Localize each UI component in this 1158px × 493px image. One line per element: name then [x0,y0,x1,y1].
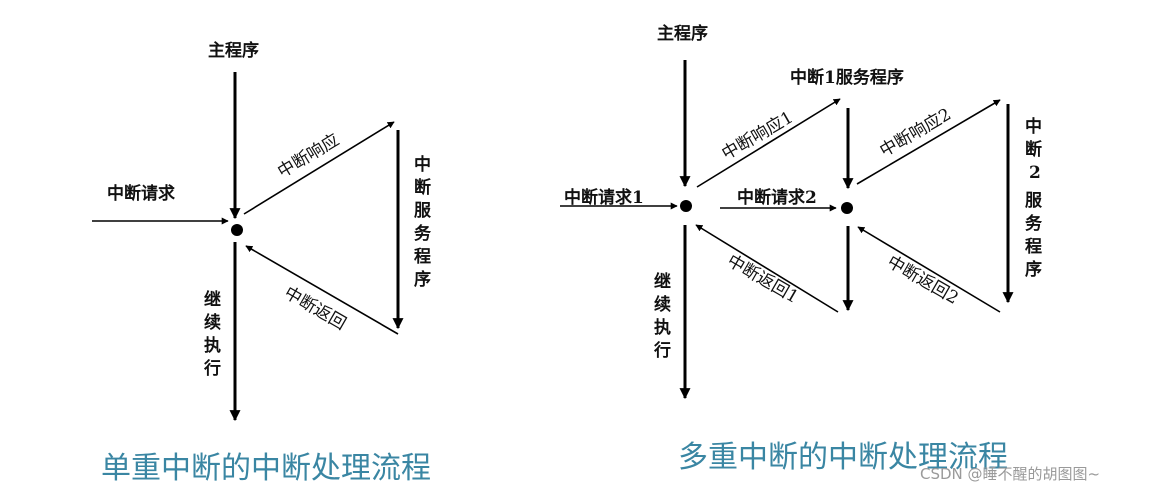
continue-char: 继 [654,271,671,292]
interrupt-return-1-label: 中断返回1 [724,251,802,308]
single-interrupt-diagram: 主程序 中断请求 中断响应 中 断 服 务 程 序 中断返回 继 续 执 行 单… [92,40,432,486]
service-routine-2-char: 2 [1029,163,1041,183]
service-routine-1-label: 中断1服务程序 [790,67,904,88]
main-program-label: 主程序 [657,23,708,44]
interrupt-response-1-arrow [696,98,841,188]
service-routine-2-char: 务 [1025,213,1043,234]
service-routine-char: 服 [414,201,432,221]
interrupt-request-2-label: 中断请求2 [737,187,817,208]
watermark: CSDN @睡不醒的胡图图~ [920,465,1100,483]
service-routine-char: 断 [414,177,431,198]
interrupt-response-arrow [243,121,395,215]
service-routine-2-char: 服 [1025,191,1043,211]
continue-label: 继 续 执 行 [203,289,221,379]
interrupt-return-2-label: 中断返回2 [884,252,962,309]
service-routine-char: 中 [414,154,431,175]
interrupt-return-arrow [245,245,399,335]
main-program-label: 主程序 [208,40,259,61]
interrupt-response-1-label: 中断响应1 [719,108,797,165]
interrupt-response-2-arrow [856,99,1001,185]
interrupt-point-2 [841,202,853,214]
interrupt-point [231,224,243,236]
service-routine-2-label: 中 断 2 服 务 程 序 [1025,116,1043,280]
interrupt-request-label: 中断请求 [107,183,175,204]
nested-interrupt-diagram: 主程序 中断请求1 中断响应1 中断1服务程序 中断请求2 中断响应2 中 断 … [560,23,1043,475]
continue-label: 继 续 执 行 [653,271,671,361]
service-routine-2-char: 序 [1025,259,1042,280]
nested-interrupt-caption: 多重中断的中断处理流程 [678,440,1008,475]
continue-char: 行 [203,358,221,379]
service-routine-label: 中 断 服 务 程 序 [414,154,432,290]
service-routine-2-char: 断 [1025,139,1042,160]
interrupt-return-label: 中断返回 [281,283,350,334]
continue-char: 行 [653,340,671,361]
service-routine-char: 程 [414,247,431,267]
interrupt-request-1-label: 中断请求1 [564,187,644,208]
interrupt-return-2-arrow [857,226,1001,313]
continue-char: 执 [654,317,671,338]
continue-char: 续 [204,312,221,333]
continue-char: 执 [204,335,221,356]
single-interrupt-caption: 单重中断的中断处理流程 [101,451,431,486]
interrupt-point-1 [680,200,692,212]
service-routine-char: 务 [414,223,432,244]
service-routine-2-char: 程 [1025,237,1042,257]
interrupt-return-1-arrow [695,224,839,313]
service-routine-2-char: 中 [1025,116,1042,137]
continue-char: 续 [654,294,671,315]
service-routine-char: 序 [414,269,431,290]
continue-char: 继 [204,289,221,310]
